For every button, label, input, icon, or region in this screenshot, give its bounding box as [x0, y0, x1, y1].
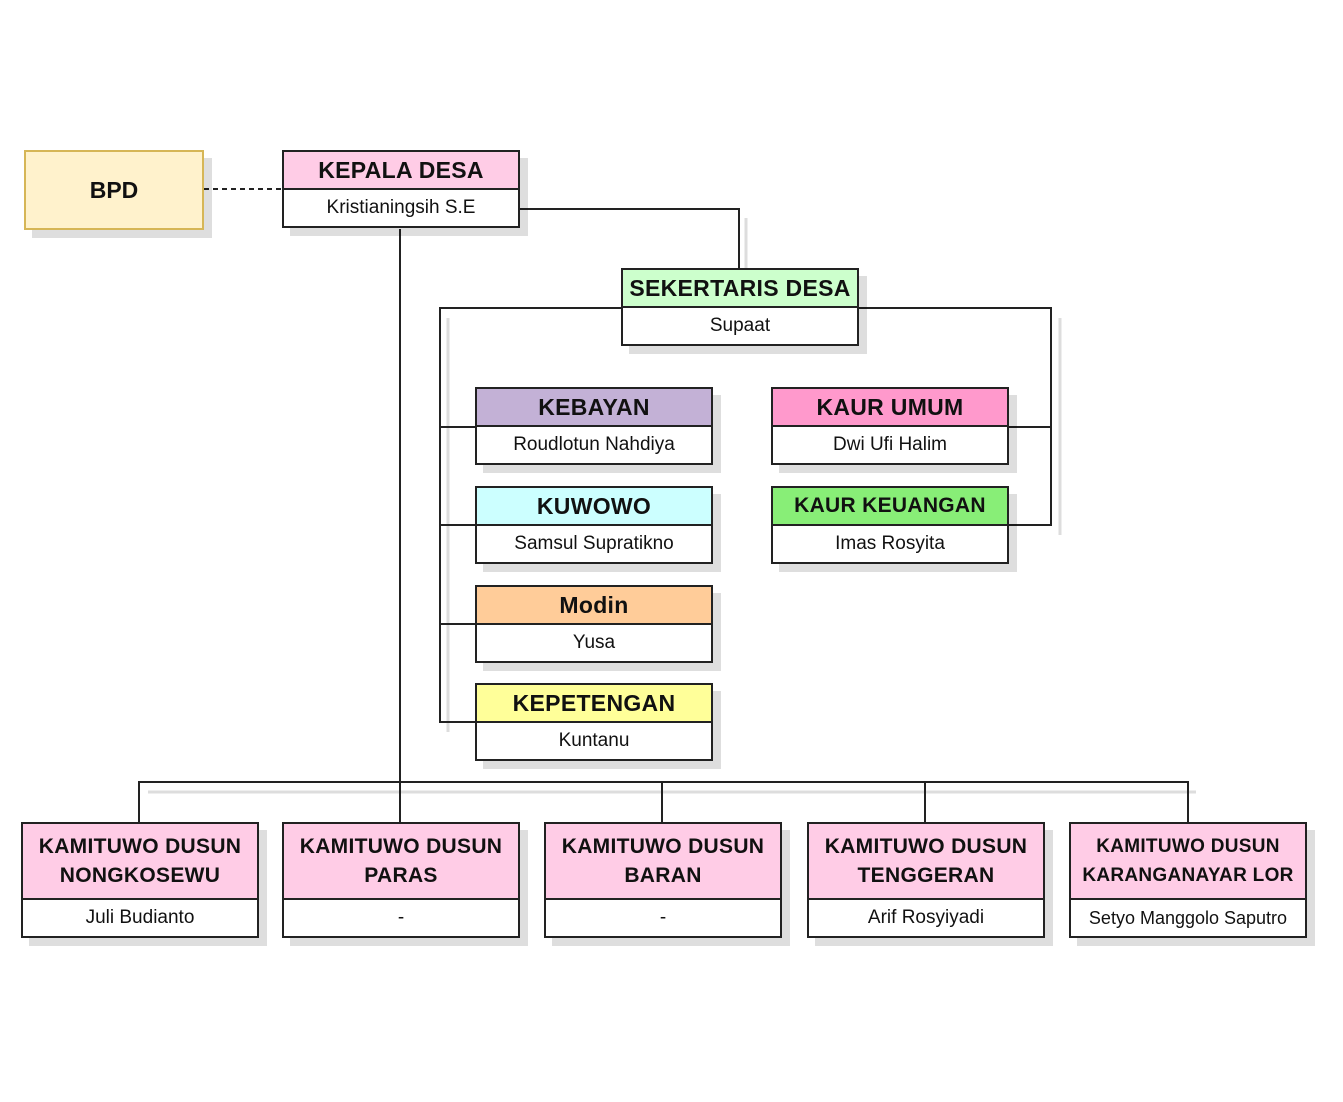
dusun-name: -: [659, 907, 667, 928]
kuwowo-title: KUWOWO: [477, 488, 711, 526]
kepetengan-title: KEPETENGAN: [477, 685, 711, 723]
kuwowo-box: KUWOWO Samsul Supratikno: [475, 486, 713, 564]
dusun-title-line2: TENGGERAN: [857, 864, 995, 887]
sekretaris-desa-title: SEKERTARIS DESA: [623, 270, 857, 308]
bpd-label: BPD: [89, 176, 139, 203]
dusun-title-line1: KAMITUWO DUSUN: [824, 835, 1028, 858]
modin-title: Modin: [477, 587, 711, 625]
kebayan-box: KEBAYAN Roudlotun Nahdiya: [475, 387, 713, 465]
kepetengan-box: KEPETENGAN Kuntanu: [475, 683, 713, 761]
dusun-title-line2: PARAS: [364, 864, 438, 887]
dusun-box-paras: KAMITUWO DUSUN PARAS -: [282, 822, 520, 938]
sekretaris-left-branch: [439, 307, 621, 723]
dusun-box-karanganayar-lor: KAMITUWO DUSUN KARANGANAYAR LOR Setyo Man…: [1069, 822, 1307, 938]
kepala-desa-name: Kristianingsih S.E: [326, 197, 476, 218]
kaur-keuangan-box: KAUR KEUANGAN Imas Rosyita: [771, 486, 1009, 564]
dusun-name: -: [397, 907, 405, 928]
kebayan-name: Roudlotun Nahdiya: [513, 434, 675, 455]
kaur-umum-box: KAUR UMUM Dwi Ufi Halim: [771, 387, 1009, 465]
kaur-umum-title: KAUR UMUM: [773, 389, 1007, 427]
dusun-title: KAMITUWO DUSUN KARANGANAYAR LOR: [1071, 824, 1305, 900]
dusun-bus-line: [138, 781, 1189, 822]
dusun-title: KAMITUWO DUSUN BARAN: [546, 824, 780, 900]
kepetengan-name: Kuntanu: [558, 730, 630, 751]
sekretaris-desa-box: SEKERTARIS DESA Supaat: [621, 268, 859, 346]
modin-name: Yusa: [572, 632, 616, 653]
dusun-box-baran: KAMITUWO DUSUN BARAN -: [544, 822, 782, 938]
dusun-title-line1: KAMITUWO DUSUN: [38, 835, 242, 858]
sekretaris-desa-name: Supaat: [709, 315, 771, 336]
dusun-title-line1: KAMITUWO DUSUN: [561, 835, 765, 858]
kuwowo-name: Samsul Supratikno: [514, 533, 674, 554]
kaur-keuangan-name: Imas Rosyita: [835, 533, 945, 554]
dusun-box-tenggeran: KAMITUWO DUSUN TENGGERAN Arif Rosyiyadi: [807, 822, 1045, 938]
sekretaris-right-branch: [857, 307, 1052, 526]
kepala-to-sekretaris-line: [519, 208, 740, 268]
dusun-title: KAMITUWO DUSUN TENGGERAN: [809, 824, 1043, 900]
dusun-name: Arif Rosyiyadi: [867, 907, 985, 928]
dusun-title-line2: BARAN: [624, 864, 702, 887]
kaur-umum-name: Dwi Ufi Halim: [833, 434, 947, 455]
dusun-title-line1: KAMITUWO DUSUN: [299, 835, 503, 858]
dusun-box-nongkosewu: KAMITUWO DUSUN NONGKOSEWU Juli Budianto: [21, 822, 259, 938]
dusun-title: KAMITUWO DUSUN NONGKOSEWU: [23, 824, 257, 900]
kebayan-title: KEBAYAN: [477, 389, 711, 427]
bpd-box: BPD: [24, 150, 204, 230]
modin-box: Modin Yusa: [475, 585, 713, 663]
dusun-title-line2: KARANGANAYAR LOR: [1082, 865, 1294, 886]
dusun-title-line2: NONGKOSEWU: [59, 864, 221, 887]
dusun-title: KAMITUWO DUSUN PARAS: [284, 824, 518, 900]
kepala-desa-title: KEPALA DESA: [284, 152, 518, 190]
dusun-title-line1: KAMITUWO DUSUN: [1096, 836, 1280, 857]
kaur-keuangan-title: KAUR KEUANGAN: [773, 488, 1007, 526]
dusun-name: Juli Budianto: [85, 907, 195, 928]
kepala-desa-box: KEPALA DESA Kristianingsih S.E: [282, 150, 520, 228]
dusun-name: Setyo Manggolo Saputro: [1088, 907, 1288, 928]
